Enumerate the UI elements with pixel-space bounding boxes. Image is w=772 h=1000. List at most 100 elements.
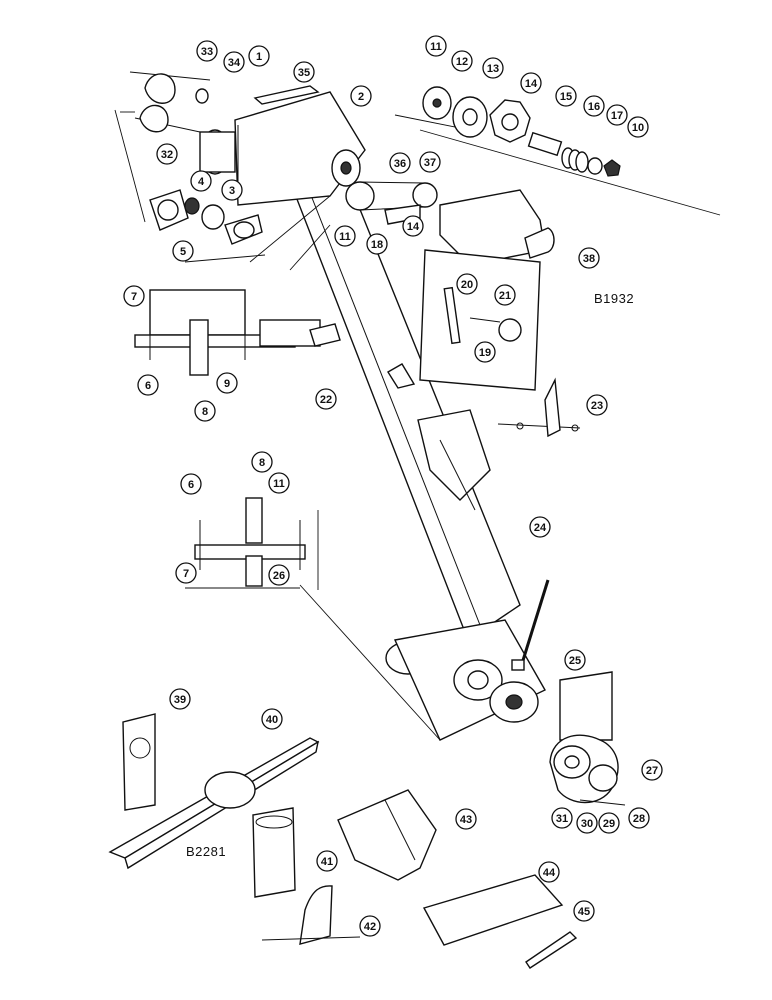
ref-code-lower: B2281 (186, 844, 226, 859)
callout-circle (627, 116, 649, 138)
callout-number: 27 (646, 765, 658, 777)
spare-panel-parts (108, 713, 578, 969)
callout-40: 40 (261, 708, 283, 730)
callout-38: 38 (578, 247, 600, 269)
callout-number: 11 (339, 231, 351, 243)
callout-circle (598, 812, 620, 834)
callout-circle (389, 152, 411, 174)
callout-2: 2 (350, 85, 372, 107)
callout-35: 35 (293, 61, 315, 83)
callout-19: 19 (474, 341, 496, 363)
callout-number: 14 (525, 78, 538, 90)
callout-circle (520, 72, 542, 94)
callout-4: 4 (190, 170, 212, 192)
callout-number: 11 (273, 478, 285, 490)
callout-circle (223, 51, 245, 73)
callout-circle (350, 85, 372, 107)
callout-16: 16 (583, 95, 605, 117)
callout-28: 28 (628, 807, 650, 829)
callout-number: 6 (188, 479, 194, 491)
callout-number: 14 (407, 221, 420, 233)
callout-18: 18 (366, 233, 388, 255)
callout-45: 45 (573, 900, 595, 922)
callout-circle (194, 400, 216, 422)
callout-circle (137, 374, 159, 396)
auger-assembly (129, 71, 211, 133)
callout-circle (551, 807, 573, 829)
callout-circle (156, 143, 178, 165)
callout-25: 25 (564, 649, 586, 671)
callout-14: 14 (520, 72, 542, 94)
callout-number: 29 (603, 818, 615, 830)
callout-3: 3 (221, 179, 243, 201)
callout-43: 43 (455, 808, 477, 830)
callout-17: 17 (606, 104, 628, 126)
callout-number: 19 (479, 347, 491, 359)
callout-circle (538, 861, 560, 883)
callout-30: 30 (576, 812, 598, 834)
callout-circle (169, 688, 191, 710)
callout-number: 42 (364, 921, 376, 933)
callout-circle (175, 562, 197, 584)
callout-number: 6 (145, 380, 151, 392)
callout-number: 44 (543, 867, 556, 879)
callout-circle (190, 170, 212, 192)
upper-head-housing (199, 91, 366, 206)
callout-circle (180, 473, 202, 495)
callout-20: 20 (456, 273, 478, 295)
adjust-rod (511, 579, 550, 671)
callout-41: 41 (316, 850, 338, 872)
callout-circle (451, 50, 473, 72)
callout-number: 33 (201, 46, 213, 58)
paddle-shaft-upper (134, 289, 341, 376)
callout-number: 20 (461, 279, 473, 291)
callout-number: 36 (394, 158, 406, 170)
callout-37: 37 (419, 151, 441, 173)
callout-number: 8 (259, 457, 265, 469)
callout-23: 23 (586, 394, 608, 416)
callout-11: 11 (334, 225, 356, 247)
housing-lid (253, 85, 320, 105)
callout-31: 31 (551, 807, 573, 829)
callout-number: 28 (633, 813, 645, 825)
callout-34: 34 (223, 51, 245, 73)
callout-number: 10 (632, 122, 644, 134)
callout-circle (425, 35, 447, 57)
callout-number: 2 (358, 91, 364, 103)
callout-26: 26 (268, 564, 290, 586)
callout-circle (578, 247, 600, 269)
linkage-bracket (497, 377, 581, 438)
callout-circle (456, 273, 478, 295)
callout-number: 40 (266, 714, 278, 726)
callout-24: 24 (529, 516, 551, 538)
callout-44: 44 (538, 861, 560, 883)
callout-27: 27 (641, 759, 663, 781)
callout-number: 35 (298, 67, 310, 79)
lower-elevator-housing (385, 619, 546, 741)
callout-number: 13 (487, 63, 499, 75)
callout-6: 6 (180, 473, 202, 495)
callout-11: 11 (268, 472, 290, 494)
callout-29: 29 (598, 812, 620, 834)
callout-circle (216, 372, 238, 394)
callout-circle (366, 233, 388, 255)
callout-number: 9 (224, 378, 230, 390)
callout-circle (359, 915, 381, 937)
lower-housing-detail (549, 671, 626, 806)
paddle-shaft-lower (194, 497, 306, 587)
callout-6: 6 (137, 374, 159, 396)
callout-circle (268, 472, 290, 494)
callout-circle (573, 900, 595, 922)
callout-22: 22 (315, 388, 337, 410)
callout-number: 5 (180, 246, 186, 258)
callout-circle (251, 451, 273, 473)
callout-circle (419, 151, 441, 173)
callout-circle (315, 388, 337, 410)
callout-number: 4 (198, 176, 205, 188)
callout-number: 25 (569, 655, 581, 667)
callout-number: 43 (460, 814, 472, 826)
callout-circle (261, 708, 283, 730)
callout-number: 12 (456, 56, 468, 68)
